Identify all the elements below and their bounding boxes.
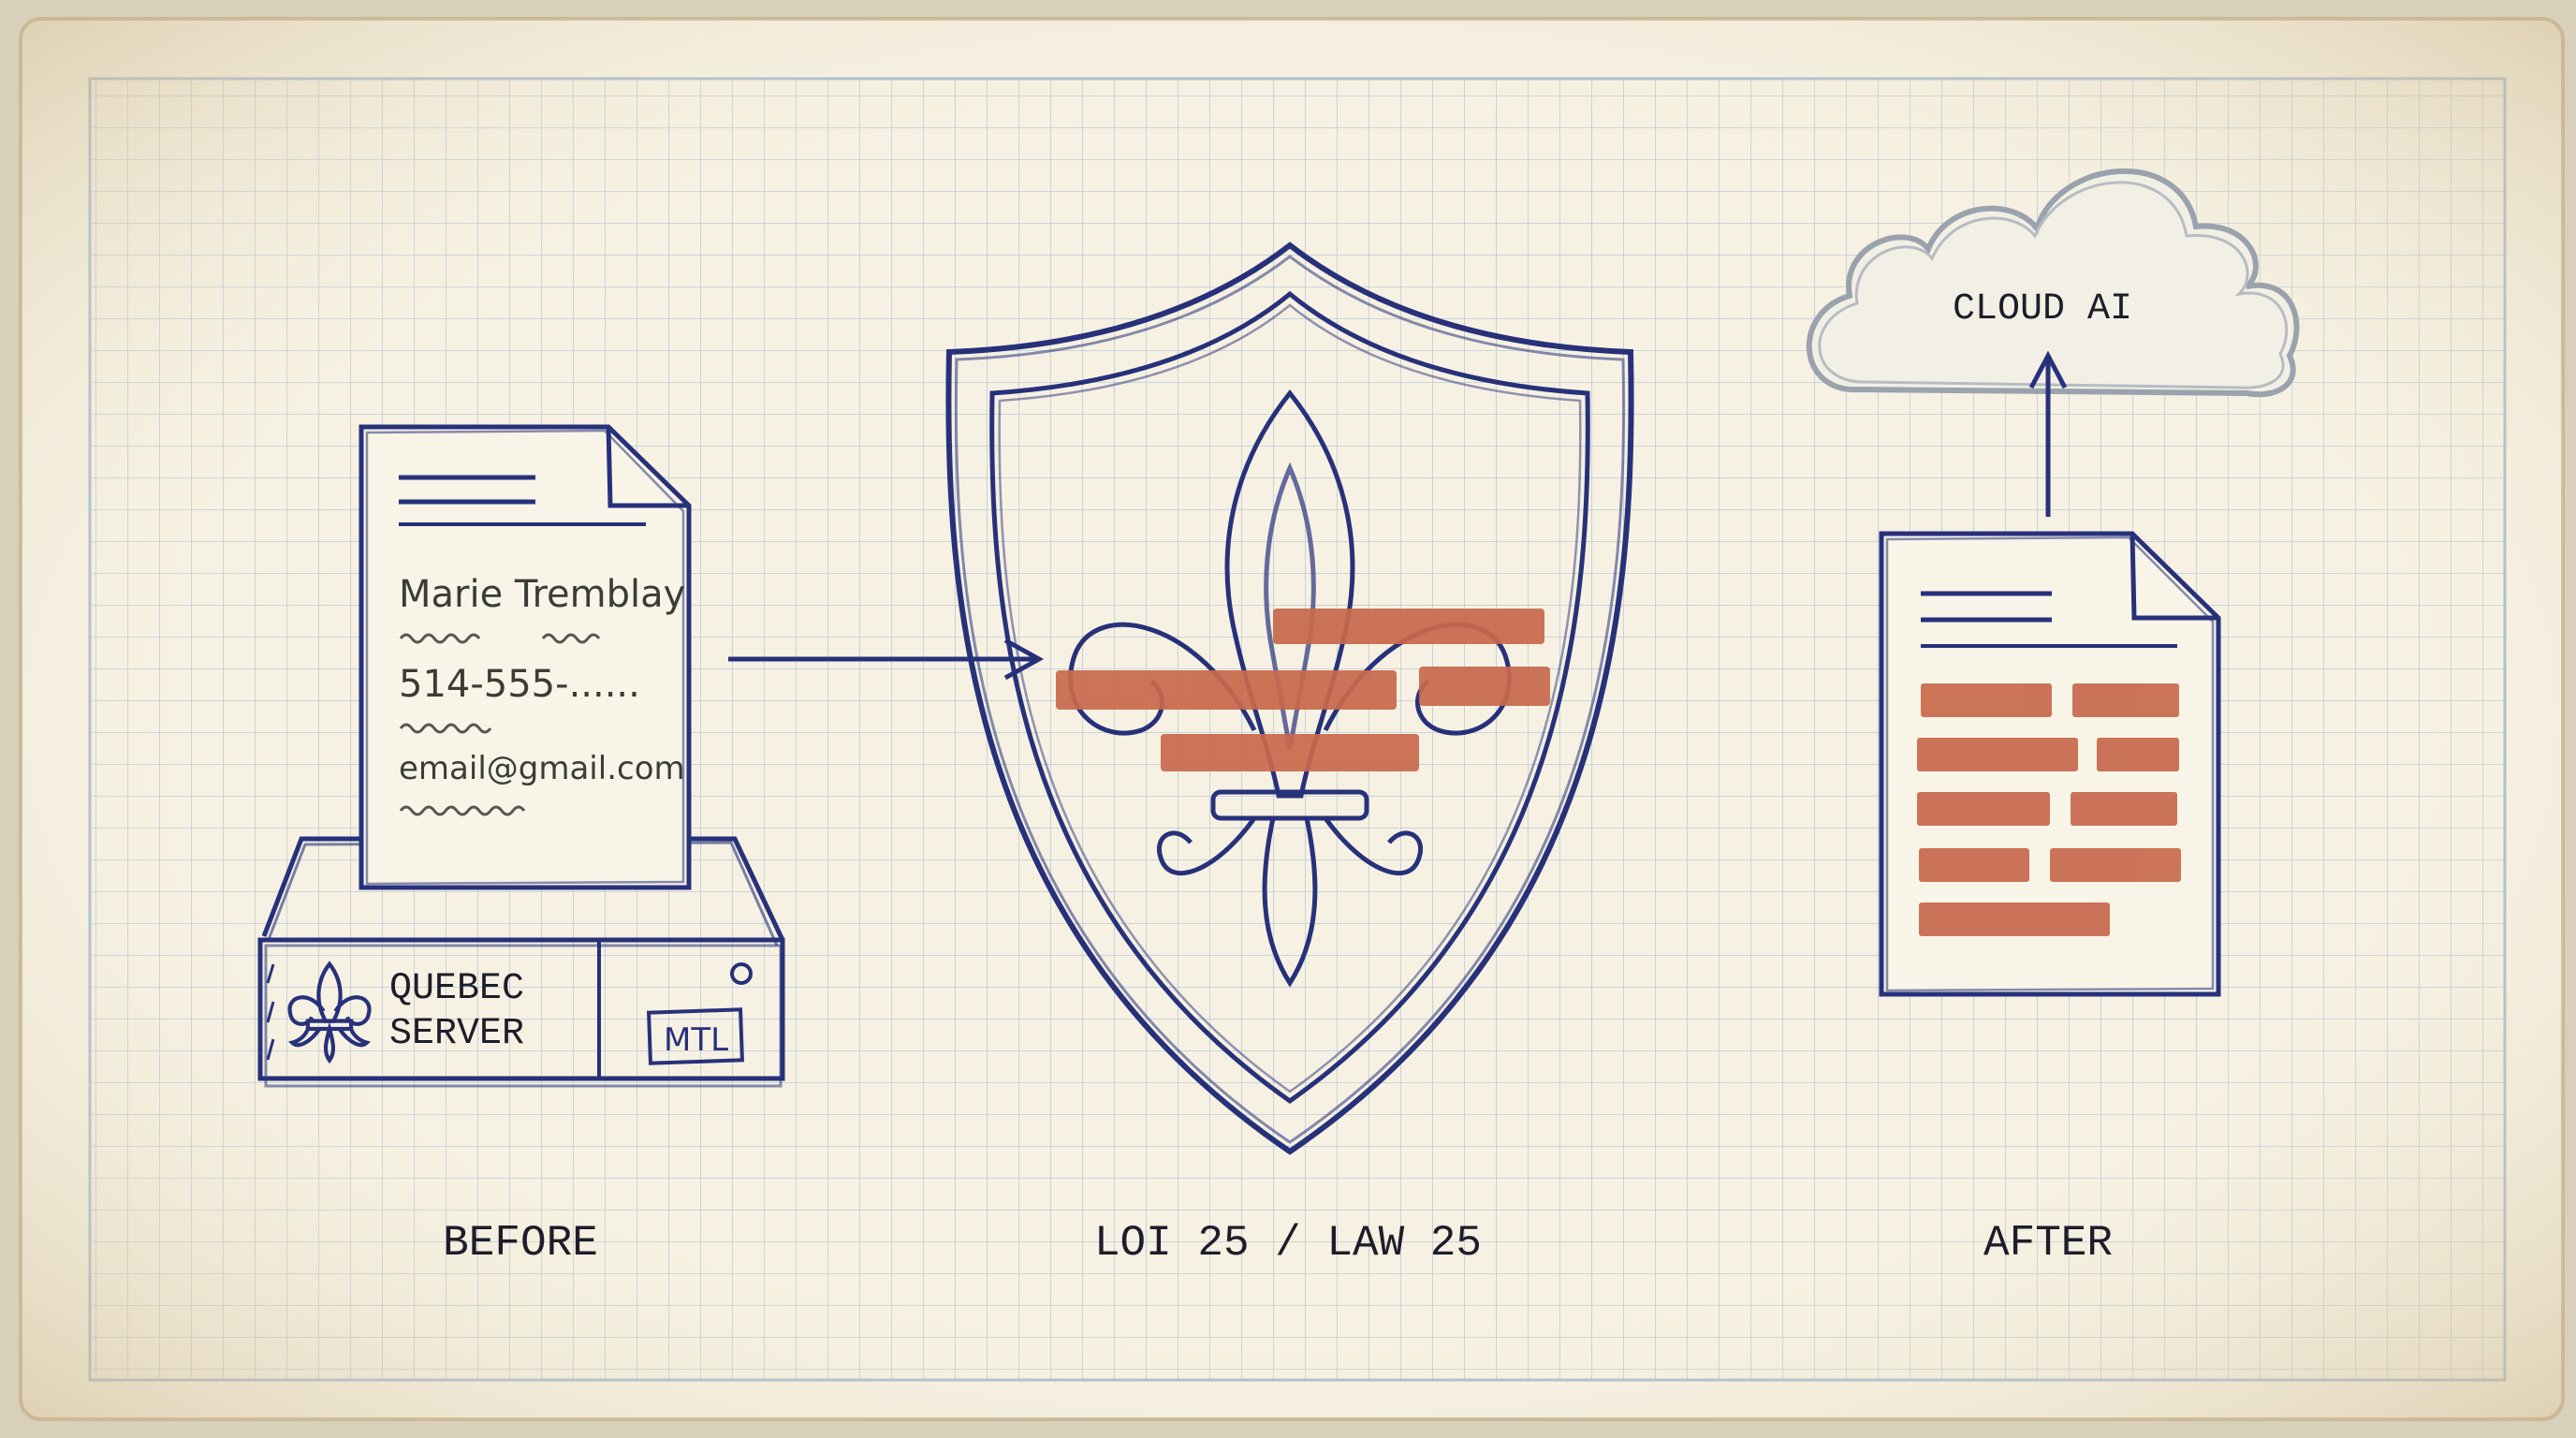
cloud-icon bbox=[1806, 169, 2300, 398]
redaction-bar bbox=[1419, 667, 1550, 706]
label-after: AFTER bbox=[1983, 1219, 2113, 1268]
arrow-up-icon bbox=[2028, 350, 2068, 517]
redaction-bar bbox=[1919, 902, 2110, 936]
redaction-bar bbox=[2097, 738, 2179, 771]
label-before: BEFORE bbox=[443, 1219, 598, 1268]
server-label-line2: SERVER bbox=[389, 1013, 524, 1055]
label-law: LOI 25 / LAW 25 bbox=[1094, 1219, 1482, 1268]
redaction-bar bbox=[2072, 683, 2179, 717]
redaction-bar bbox=[1056, 670, 1397, 710]
redaction-bar bbox=[1917, 792, 2050, 826]
redaction-bar bbox=[1917, 738, 2078, 771]
redaction-bar bbox=[2071, 792, 2177, 826]
document-email: email@gmail.com bbox=[399, 750, 685, 787]
document-redactions bbox=[1917, 683, 2181, 936]
redaction-bar bbox=[1919, 848, 2029, 882]
redaction-bar bbox=[2050, 848, 2181, 882]
shield-redactions bbox=[1056, 609, 1550, 771]
server-tag: MTL bbox=[647, 1007, 744, 1065]
document-phone: 514-555-...... bbox=[399, 663, 640, 706]
server-icon bbox=[257, 836, 785, 1088]
document-name: Marie Tremblay bbox=[399, 573, 685, 616]
cloud-label: CLOUD AI bbox=[1953, 288, 2132, 330]
redaction-bar bbox=[1921, 683, 2052, 717]
redaction-bar bbox=[1161, 734, 1419, 771]
server-tag-label: MTL bbox=[664, 1021, 728, 1059]
server-label-line1: QUEBEC bbox=[389, 968, 524, 1010]
document-icon bbox=[359, 424, 692, 890]
redaction-bar bbox=[1273, 609, 1544, 644]
shield-icon bbox=[945, 242, 1634, 1155]
